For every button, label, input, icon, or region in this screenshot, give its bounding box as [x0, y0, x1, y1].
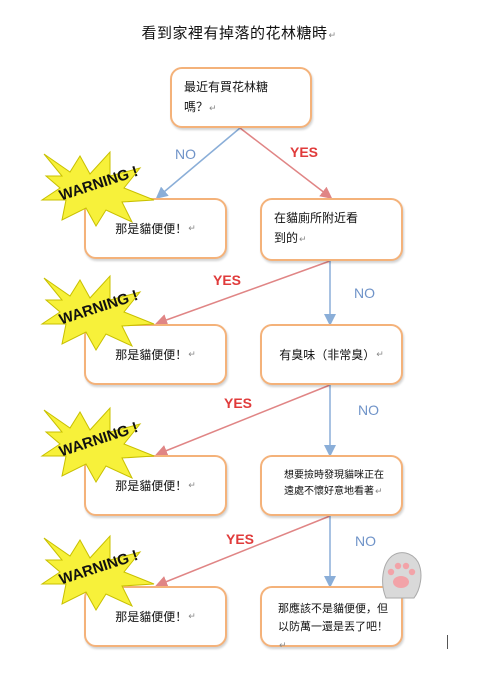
- question-box-2: 在貓廁所附近看 到的↵: [260, 198, 403, 261]
- result-box-4: 那是貓便便！↵: [84, 586, 227, 647]
- yes-label-4: YES: [226, 531, 255, 547]
- result-text-4: 那是貓便便！: [115, 609, 188, 624]
- cat-paw-icon: [382, 552, 422, 599]
- yes-arrow-3: [155, 384, 331, 457]
- no-arrow-1: [155, 127, 241, 199]
- question-2-line2: 到的: [274, 231, 299, 245]
- result-text-3: 那是貓便便！: [115, 478, 188, 493]
- yes-arrow-2: [155, 260, 331, 326]
- question-4-line2: 遠處不懷好意地看著: [284, 486, 374, 497]
- question-box-3: 有臭味（非常臭）↵: [260, 324, 403, 385]
- no-label-4: NO: [355, 533, 376, 549]
- yes-label-3: YES: [224, 395, 253, 411]
- no-label-3: NO: [358, 402, 379, 418]
- text-cursor: [447, 635, 448, 649]
- yes-label-1: YES: [290, 144, 319, 160]
- start-question-box: 最近有買花林糖 嗎？↵: [170, 67, 312, 128]
- question-box-4: 想要撿時發現貓咪正在 遠處不懷好意地看著↵: [260, 455, 403, 516]
- question-2-line1: 在貓廁所附近看: [274, 211, 359, 225]
- final-line1: 那應該不是貓便便，但: [278, 602, 388, 615]
- yes-arrow-1: [239, 127, 333, 199]
- start-question-line1: 最近有買花林糖: [184, 80, 269, 94]
- warning-burst-icon: WARNING !: [40, 150, 155, 227]
- question-4-line1: 想要撿時發現貓咪正在: [284, 470, 384, 481]
- warning-burst-icon: WARNING !: [40, 534, 155, 611]
- result-text-2: 那是貓便便！: [115, 347, 188, 362]
- result-text-1: 那是貓便便！: [115, 221, 188, 236]
- warning-burst-icon: WARNING !: [40, 274, 155, 351]
- warning-burst-icon: WARNING !: [40, 406, 155, 483]
- page-title: 看到家裡有掉落的花林糖時↵: [141, 24, 337, 42]
- final-line2: 以防萬一還是丟了吧！: [278, 620, 388, 633]
- start-question-line2: 嗎？: [184, 100, 209, 114]
- no-label-1: NO: [175, 146, 196, 162]
- final-box: 那應該不是貓便便，但 以防萬一還是丟了吧！↵: [260, 586, 403, 651]
- question-3-text: 有臭味（非常臭）: [279, 347, 376, 362]
- yes-arrow-4: [155, 515, 331, 588]
- no-label-2: NO: [354, 285, 375, 301]
- yes-label-2: YES: [213, 272, 242, 288]
